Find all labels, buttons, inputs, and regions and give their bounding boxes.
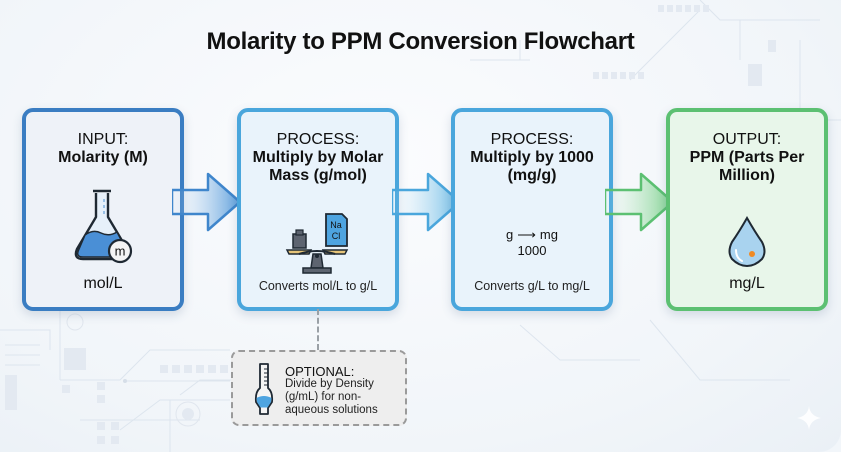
molar-badge: m <box>115 244 126 259</box>
hydrometer-icon <box>254 363 274 415</box>
document-icon: Na Cl <box>325 213 348 247</box>
step-heading: PPM (Parts Per Million) <box>689 149 805 184</box>
step-footer: mg/L <box>729 275 765 292</box>
output-box-ppm: OUTPUT: PPM (Parts Per Million) mg/L <box>666 108 828 311</box>
balance-scale-icon: Na Cl <box>285 213 349 274</box>
flow-arrow-3 <box>605 172 675 232</box>
unit-conversion-equation: g⟶mg 1000 <box>455 227 609 259</box>
step-label: OUTPUT: <box>712 131 782 148</box>
water-drop-icon <box>728 216 766 268</box>
step-footer: mol/L <box>83 275 123 292</box>
optional-title: OPTIONAL: <box>285 364 355 379</box>
to-unit: mg <box>539 227 558 242</box>
process-box-multiply-1000: PROCESS: Multiply by 1000 (mg/g) g⟶mg 10… <box>451 108 613 311</box>
step-footer: Converts g/L to mg/L <box>474 279 590 293</box>
flask-icon: m <box>74 189 133 264</box>
step-label: PROCESS: <box>276 131 360 148</box>
svg-text:Cl: Cl <box>332 231 341 241</box>
flow-arrow-1 <box>172 172 242 232</box>
sparkle-icon <box>797 406 821 430</box>
optional-density-box: OPTIONAL: Divide by Density (g/mL) for n… <box>231 350 407 426</box>
from-unit: g <box>506 227 514 242</box>
step-footer: Converts mol/L to g/L <box>258 279 378 293</box>
page-title: Molarity to PPM Conversion Flowchart <box>206 28 635 55</box>
optional-text: Divide by Density (g/mL) for non-aqueous… <box>285 378 378 416</box>
svg-text:Na: Na <box>330 220 342 230</box>
step-heading: Molarity (M) <box>58 149 148 166</box>
right-arrow-icon: ⟶ <box>517 227 536 242</box>
conversion-factor: 1000 <box>517 243 547 258</box>
optional-connector <box>317 309 319 350</box>
step-heading: Multiply by Molar Mass (g/mol) <box>252 149 384 184</box>
step-heading: Multiply by 1000 (mg/g) <box>470 149 594 184</box>
input-box-molarity: INPUT: Molarity (M) m mol/L <box>22 108 184 311</box>
step-label: PROCESS: <box>490 131 574 148</box>
process-box-molar-mass: PROCESS: Multiply by Molar Mass (g/mol) … <box>237 108 399 311</box>
flow-arrow-2 <box>392 172 462 232</box>
step-label: INPUT: <box>77 131 129 148</box>
